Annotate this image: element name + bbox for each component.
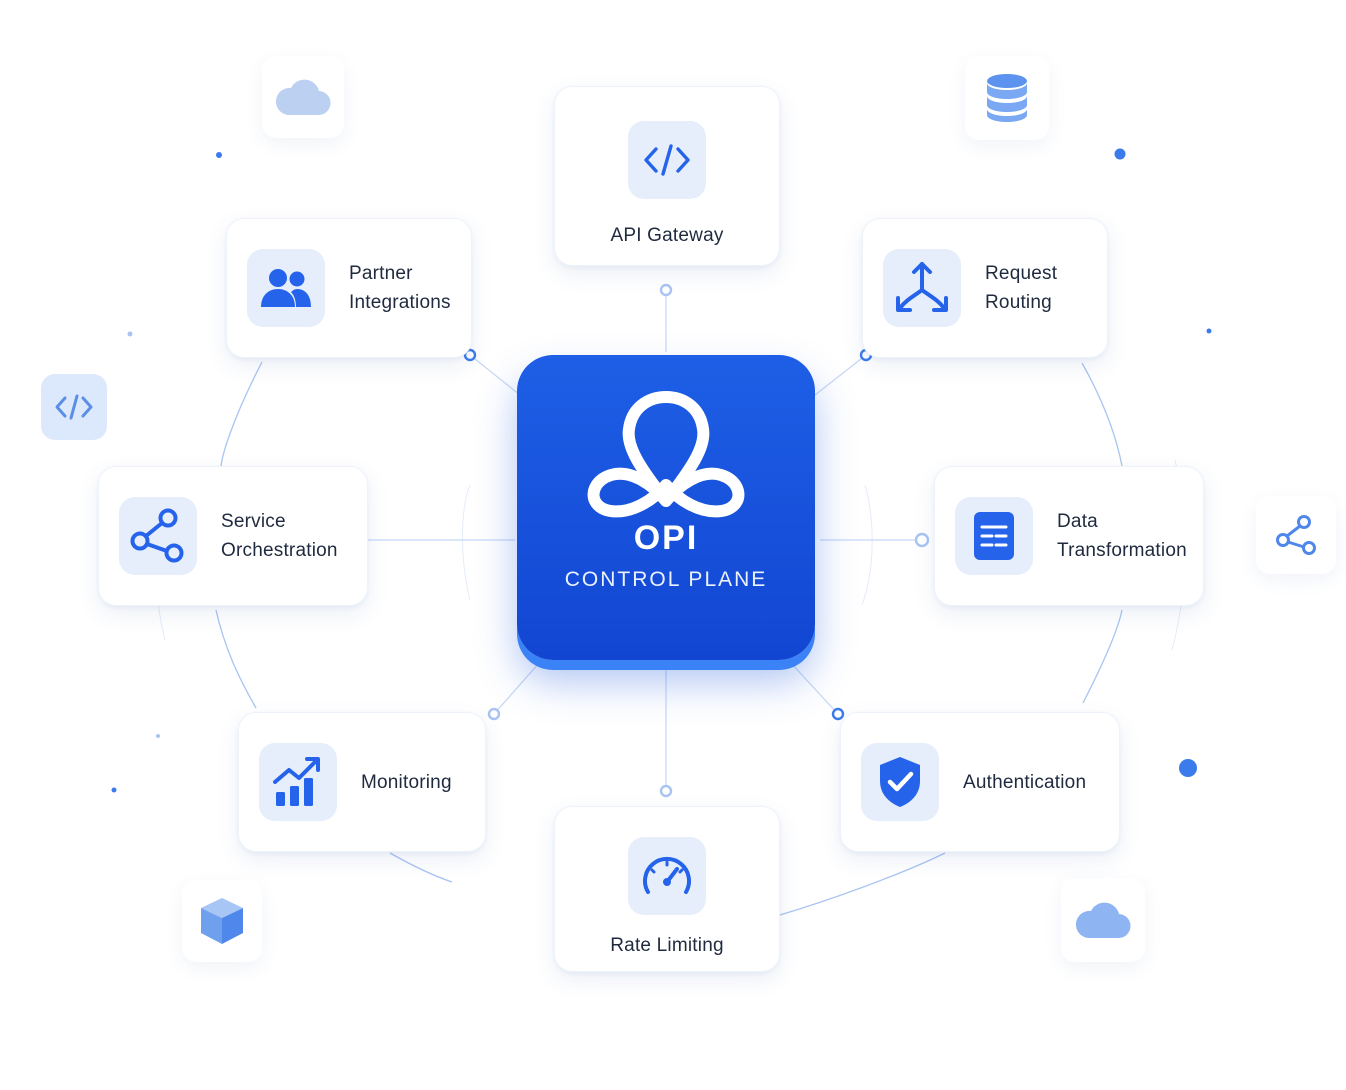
speedometer-icon	[628, 837, 706, 915]
code-brackets-icon	[628, 121, 706, 199]
node-authentication[interactable]: Authentication	[840, 712, 1120, 852]
ring-arc	[1081, 362, 1123, 467]
hub-title: OPI	[633, 519, 699, 557]
floating-dot	[216, 152, 222, 158]
floating-dot	[111, 787, 117, 793]
node-label: Service Orchestration	[221, 511, 338, 561]
ring-arc	[389, 852, 453, 883]
database-icon	[965, 56, 1049, 140]
node-label: Rate Limiting	[610, 935, 724, 956]
inner-faint-arc	[462, 484, 471, 601]
node-monitoring[interactable]: Monitoring	[238, 712, 486, 852]
node-label: Authentication	[963, 771, 1087, 793]
connector-dot	[463, 348, 477, 362]
floating-dot	[1114, 148, 1126, 160]
spoke-line	[469, 354, 521, 396]
node-label: Request Routing	[985, 263, 1058, 313]
node-api-gateway[interactable]: API Gateway	[554, 86, 780, 266]
ring-arc	[215, 609, 257, 709]
connector-dot	[831, 707, 845, 721]
node-request-routing[interactable]: Request Routing	[862, 218, 1108, 358]
node-rate-limiting[interactable]: Rate Limiting	[554, 806, 780, 972]
floating-dot	[127, 331, 133, 337]
connector-dot	[659, 784, 673, 798]
cloud-icon	[262, 56, 344, 138]
hub-subtitle: CONTROL PLANE	[564, 568, 768, 591]
spoke-line	[493, 661, 541, 715]
cube-icon	[182, 880, 262, 962]
share-nodes-icon	[119, 497, 197, 575]
share-nodes-icon	[1256, 496, 1336, 574]
users-icon	[247, 249, 325, 327]
floating-dot	[156, 734, 160, 738]
ring-arc	[1082, 609, 1123, 704]
cloud-icon	[1061, 878, 1145, 962]
node-label: API Gateway	[610, 225, 724, 246]
split-arrows-icon	[883, 249, 961, 327]
node-label: Data Transformation	[1057, 511, 1187, 561]
node-label: Partner Integrations	[349, 263, 451, 313]
code-brackets-icon	[41, 374, 107, 440]
ring-arc	[220, 361, 263, 471]
shield-check-icon	[861, 743, 939, 821]
inner-faint-arc	[861, 484, 873, 606]
node-data-transformation[interactable]: Data Transformation	[934, 466, 1204, 606]
connector-dot	[914, 532, 930, 548]
node-partner-integrations[interactable]: Partner Integrations	[226, 218, 472, 358]
connector-dot	[659, 283, 673, 297]
spoke-line	[814, 354, 867, 396]
ring-arc	[779, 852, 946, 916]
floating-dot	[1206, 328, 1212, 334]
document-list-icon	[955, 497, 1033, 575]
spoke-line	[789, 661, 839, 715]
connector-dot	[487, 707, 501, 721]
loop-knot-icon	[587, 391, 745, 518]
node-service-orchestration[interactable]: Service Orchestration	[98, 466, 368, 606]
bar-chart-trend-icon	[259, 743, 337, 821]
floating-dot	[1179, 759, 1197, 777]
control-plane-hub[interactable]: OPI CONTROL PLANE	[517, 355, 815, 660]
node-label: Monitoring	[361, 771, 452, 793]
